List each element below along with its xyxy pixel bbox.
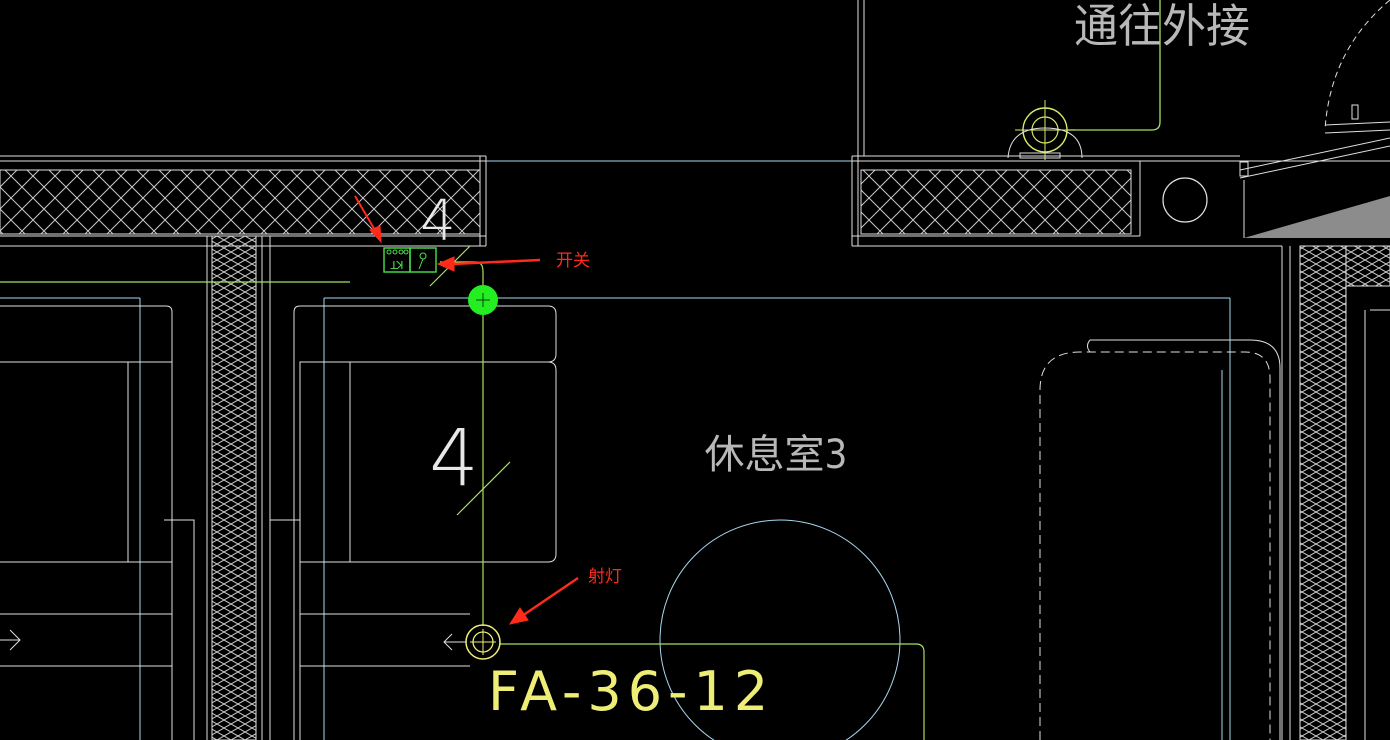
- switch-annotation-label: 开关: [556, 251, 590, 271]
- top-room-label: 通往外接: [1074, 0, 1250, 53]
- switch-symbol-icon[interactable]: KT: [383, 247, 437, 273]
- top-wall-left: [0, 155, 487, 247]
- upper-corridor-lines: [486, 0, 1390, 162]
- wire-count-mid: 4: [429, 414, 479, 504]
- green-junction-dot-icon[interactable]: [468, 285, 498, 315]
- hatched-column-right: [1281, 245, 1390, 740]
- room-label: 休息室3: [705, 432, 848, 478]
- top-light-fixture: [1007, 0, 1161, 160]
- top-wall-right: [851, 155, 1282, 247]
- wire-count-top: 4: [420, 189, 456, 254]
- round-table: [659, 519, 901, 740]
- bathtub-outline: [1039, 339, 1281, 740]
- hatched-column-left: [206, 235, 271, 740]
- spotlight-annotation-label: 射灯: [588, 567, 622, 587]
- furniture-left-sofa: [0, 305, 195, 740]
- furniture-center-sofa: [270, 305, 557, 740]
- spotlight-circle-icon[interactable]: [443, 624, 501, 660]
- electrical-wiring: [0, 245, 925, 740]
- red-arrow-icon: [354, 195, 579, 625]
- switch-symbol-text: KT: [390, 258, 403, 271]
- fixture-tag: FA-36-12: [488, 660, 774, 723]
- door-swing-top-right: [1239, 0, 1390, 238]
